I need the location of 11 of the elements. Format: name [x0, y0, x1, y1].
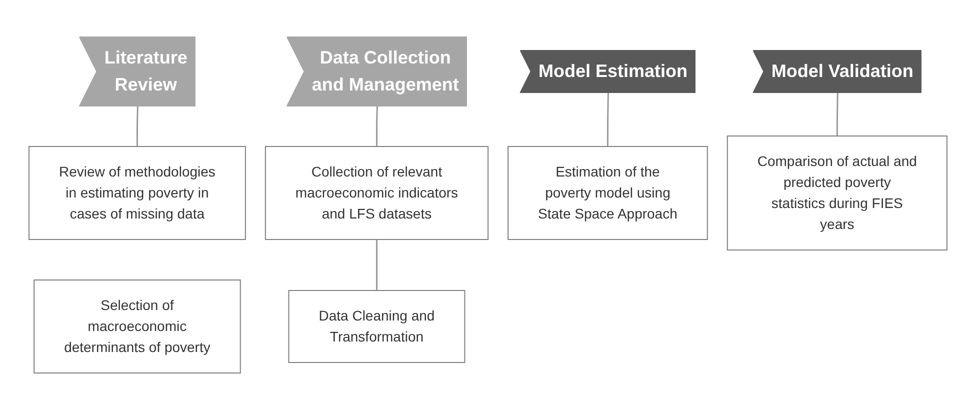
connector [376, 240, 378, 290]
node-box: Estimation of the poverty model using State Space Approach [507, 146, 708, 240]
node-box: Comparison of actual and predicted poverty statistics during FIES years [726, 136, 947, 250]
connector [836, 92, 838, 136]
node-box: Data Cleaning and Transformation [288, 290, 465, 363]
node-box: Collection of relevant macroeconomic indicators and LFS datasets [264, 146, 488, 240]
connector [136, 106, 138, 146]
node-box: Review of methodologies in estimating poverty in cases of missing data [28, 146, 246, 240]
connector [376, 106, 378, 146]
node-box: Selection of macroeconomic determinants of poverty [33, 280, 240, 374]
connector [606, 92, 608, 146]
